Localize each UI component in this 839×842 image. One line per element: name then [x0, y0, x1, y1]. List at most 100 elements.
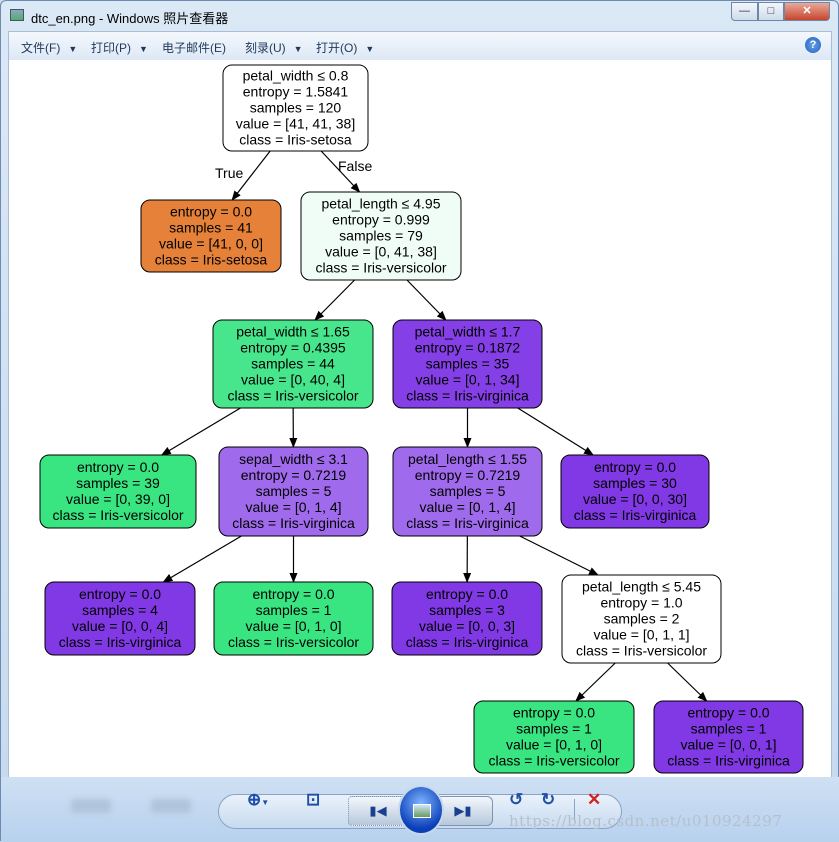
blurred-text	[71, 799, 111, 813]
node-line: entropy = 0.999	[332, 212, 430, 228]
node-line: class = Iris-setosa	[239, 132, 352, 148]
fit-window-icon[interactable]: ⊡	[306, 790, 320, 810]
delete-icon[interactable]: ✕	[587, 790, 601, 810]
node-line: entropy = 0.0	[513, 705, 595, 721]
node-line: samples = 5	[430, 483, 506, 499]
bottom-toolbar: ⊕▼ ⊡ ▮◀ ▶▮ ↺ ↻ ✕ https://blog.csdn.net/u…	[1, 777, 839, 842]
node-line: samples = 35	[426, 356, 510, 372]
node-line: value = [0, 0, 30]	[583, 491, 687, 507]
tree-edge	[407, 280, 446, 320]
node-line: class = Iris-virginica	[667, 753, 790, 769]
menu-label: 文件(F)	[21, 41, 60, 55]
window-title: dtc_en.png - Windows 照片查看器	[31, 8, 228, 27]
tree-edge	[315, 280, 355, 320]
node-line: samples = 5	[256, 483, 332, 499]
node-line: petal_length ≤ 1.55	[408, 451, 527, 467]
node-line: entropy = 0.0	[79, 586, 161, 602]
rotate-left-icon[interactable]: ↺	[509, 790, 523, 810]
node-line: entropy = 1.0	[600, 595, 682, 611]
slideshow-button[interactable]	[398, 785, 444, 835]
node-line: sepal_width ≤ 3.1	[239, 451, 348, 467]
node-line: value = [0, 39, 0]	[66, 491, 170, 507]
node-line: entropy = 0.0	[77, 459, 159, 475]
menu-label: 电子邮件(E)	[162, 41, 226, 55]
node-line: class = Iris-versicolor	[315, 260, 446, 276]
node-line: samples = 1	[256, 602, 332, 618]
node-line: value = [0, 1, 4]	[245, 499, 341, 515]
chevron-down-icon: ▼	[365, 44, 374, 54]
slideshow-icon	[413, 804, 431, 818]
node-line: value = [0, 1, 1]	[593, 627, 689, 643]
tree-edge	[576, 663, 615, 701]
node-line: samples = 2	[604, 611, 680, 627]
node-line: petal_length ≤ 4.95	[322, 196, 441, 212]
node-line: samples = 1	[516, 721, 592, 737]
rotate-right-icon[interactable]: ↻	[541, 790, 555, 810]
app-icon	[10, 9, 24, 21]
node-line: class = Iris-versicolor	[227, 388, 358, 404]
node-line: value = [41, 0, 0]	[159, 236, 263, 252]
menu-open[interactable]: 打开(O) ▼	[316, 39, 374, 56]
node-line: entropy = 0.0	[252, 586, 334, 602]
node-line: samples = 120	[250, 100, 342, 116]
node-line: samples = 44	[251, 356, 335, 372]
tree-edge	[163, 536, 241, 582]
node-line: samples = 79	[339, 228, 423, 244]
node-line: petal_width ≤ 0.8	[243, 68, 349, 84]
node-line: value = [0, 41, 38]	[325, 244, 437, 260]
node-line: entropy = 0.0	[170, 204, 252, 220]
menu-file[interactable]: 文件(F) ▼	[21, 39, 77, 56]
menu-burn[interactable]: 刻录(U)▼	[245, 39, 303, 56]
node-line: entropy = 0.1872	[415, 340, 521, 356]
node-line: petal_width ≤ 1.65	[236, 324, 350, 340]
help-icon[interactable]: ?	[805, 37, 821, 53]
node-line: samples = 1	[691, 721, 767, 737]
menu-label: 打印(P)	[91, 41, 131, 55]
node-line: samples = 39	[76, 475, 160, 491]
node-line: value = [0, 1, 0]	[506, 737, 602, 753]
node-line: samples = 3	[429, 602, 505, 618]
node-line: class = Iris-versicolor	[228, 634, 359, 650]
menu-email[interactable]: 电子邮件(E)	[162, 39, 226, 56]
menu-print[interactable]: 打印(P)▼	[91, 39, 148, 56]
title-bar: dtc_en.png - Windows 照片查看器 — □ ✕	[1, 1, 838, 31]
edge-label-true: True	[215, 165, 243, 181]
menu-label: 刻录(U)	[245, 41, 286, 55]
menu-bar: 文件(F) ▼ 打印(P)▼ 电子邮件(E) 刻录(U)▼ 打开(O) ▼ ?	[8, 31, 832, 60]
blurred-text	[151, 799, 191, 813]
node-line: entropy = 0.7219	[415, 467, 521, 483]
node-line: value = [0, 1, 4]	[419, 499, 515, 515]
node-line: value = [0, 1, 34]	[416, 372, 520, 388]
next-icon: ▶▮	[454, 803, 471, 818]
maximize-button[interactable]: □	[758, 2, 784, 21]
previous-icon: ▮◀	[369, 803, 386, 818]
minimize-button[interactable]: —	[731, 2, 758, 21]
close-button[interactable]: ✕	[784, 2, 830, 21]
node-line: class = Iris-versicolor	[488, 753, 619, 769]
tree-edge	[520, 536, 598, 575]
node-line: class = Iris-virginica	[232, 515, 355, 531]
chevron-down-icon: ▼	[68, 44, 77, 54]
node-line: value = [0, 0, 4]	[72, 618, 168, 634]
zoom-icon[interactable]: ⊕▼	[247, 790, 269, 810]
node-line: value = [0, 0, 3]	[419, 618, 515, 634]
node-line: value = [0, 0, 1]	[680, 737, 776, 753]
menu-label: 打开(O)	[316, 41, 357, 55]
node-line: samples = 30	[593, 475, 677, 491]
node-line: value = [41, 41, 38]	[236, 116, 355, 132]
